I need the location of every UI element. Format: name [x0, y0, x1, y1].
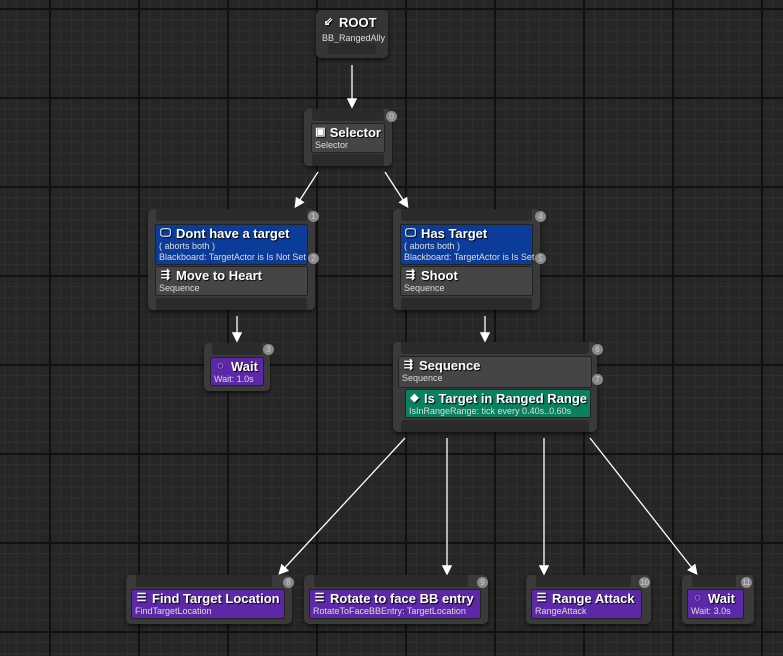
wait-icon: ◌ — [217, 360, 224, 372]
node-title: Wait — [708, 591, 735, 606]
decorator-title: Has Target — [421, 226, 488, 241]
node-title: Rotate to face BB entry — [330, 591, 474, 606]
root-output-pin[interactable] — [328, 43, 376, 54]
node-subtitle: FindTargetLocation — [135, 606, 212, 616]
execution-index-badge: 1 — [308, 211, 319, 222]
execution-index-badge: 2 — [308, 253, 319, 264]
node-subtitle: RotateToFaceBBEntry: TargetLocation — [313, 606, 466, 616]
shoot-node[interactable]: 🖵 Has Target ( aborts both ) Blackboard: … — [393, 209, 546, 310]
decorator-desc: Blackboard: TargetActor is Is Set — [404, 252, 535, 262]
decorator-abort: ( aborts both ) — [159, 241, 216, 251]
execution-index-badge: 5 — [535, 253, 546, 264]
node-title: Sequence — [419, 358, 481, 373]
node-subtitle: Sequence — [404, 283, 445, 293]
node-subtitle: Wait: 1.0s — [214, 374, 254, 384]
node-title: Wait — [231, 359, 258, 374]
execution-index-badge: 6 — [592, 344, 603, 355]
decorator-has-target[interactable]: 🖵 Has Target ( aborts both ) Blackboard: … — [400, 224, 535, 265]
input-pin[interactable] — [401, 342, 589, 354]
root-arrow-icon: ⇙ — [323, 16, 334, 28]
task-icon: ☰ — [136, 592, 147, 604]
input-pin[interactable] — [401, 209, 532, 221]
execution-index-badge: 9 — [477, 577, 488, 588]
edge-selector-left — [294, 171, 319, 209]
node-subtitle: Sequence — [402, 373, 443, 383]
node-title: Find Target Location — [152, 591, 280, 606]
input-pin[interactable] — [136, 575, 272, 587]
execution-index-badge: 0 — [386, 111, 397, 122]
blackboard-icon: 🖵 — [405, 227, 416, 239]
node-subtitle: RangeAttack — [535, 606, 587, 616]
blackboard-icon: 🖵 — [160, 227, 171, 239]
edge-seq-task1 — [278, 437, 406, 575]
node-subtitle: Wait: 3.0s — [691, 606, 731, 616]
edge-selector-right — [384, 171, 409, 209]
selector-input-pin[interactable] — [312, 109, 384, 121]
service-icon: ◆ — [410, 392, 419, 404]
selector-output-pin[interactable] — [312, 154, 384, 166]
output-pin[interactable] — [156, 298, 307, 310]
output-pin[interactable] — [401, 298, 532, 310]
execution-index-badge: 10 — [639, 577, 650, 588]
sequence-icon: ⇶ — [403, 359, 414, 371]
node-title: Move to Heart — [176, 268, 262, 283]
decorator-title: Dont have a target — [176, 226, 290, 241]
move-to-heart-node[interactable]: 🖵 Dont have a target ( aborts both ) Blac… — [148, 209, 319, 310]
root-title: ROOT — [339, 15, 377, 30]
node-subtitle: Sequence — [159, 283, 200, 293]
node-title: Range Attack — [552, 591, 635, 606]
decorator-desc: Blackboard: TargetActor is Is Not Set — [159, 252, 306, 262]
decorator-abort: ( aborts both ) — [404, 241, 461, 251]
node-title: Shoot — [421, 268, 458, 283]
input-pin[interactable] — [314, 575, 468, 587]
execution-index-badge: 8 — [283, 577, 294, 588]
root-subtitle: BB_RangedAlly — [322, 33, 386, 43]
wait-icon: ◌ — [694, 592, 701, 604]
execution-index-badge: 7 — [592, 374, 603, 385]
input-pin[interactable] — [212, 343, 262, 355]
selector-title: Selector — [329, 125, 381, 140]
execution-index-badge: 4 — [535, 211, 546, 222]
input-pin[interactable] — [156, 209, 307, 221]
decorator-dont-have-target[interactable]: 🖵 Dont have a target ( aborts both ) Blac… — [155, 224, 308, 265]
sequence-icon: ⇶ — [405, 269, 416, 281]
execution-index-badge: 3 — [263, 344, 274, 355]
service-desc: IsInRangeRange: tick every 0.40s..0.60s — [409, 406, 572, 416]
service-title: Is Target in Ranged Range — [423, 391, 587, 406]
selector-subtitle: Selector — [315, 140, 349, 150]
output-pin[interactable] — [401, 420, 589, 432]
edge-seq-task4 — [589, 437, 698, 576]
root-node[interactable]: ⇙ ROOT BB_RangedAlly — [316, 10, 388, 58]
sequence-icon: ⇶ — [160, 269, 171, 281]
task-icon: ☰ — [314, 592, 325, 604]
selector-icon: ▣ — [315, 126, 326, 138]
input-pin[interactable] — [536, 575, 631, 587]
task-icon: ☰ — [536, 592, 547, 604]
execution-index-badge: 11 — [741, 577, 752, 588]
input-pin[interactable] — [692, 575, 736, 587]
